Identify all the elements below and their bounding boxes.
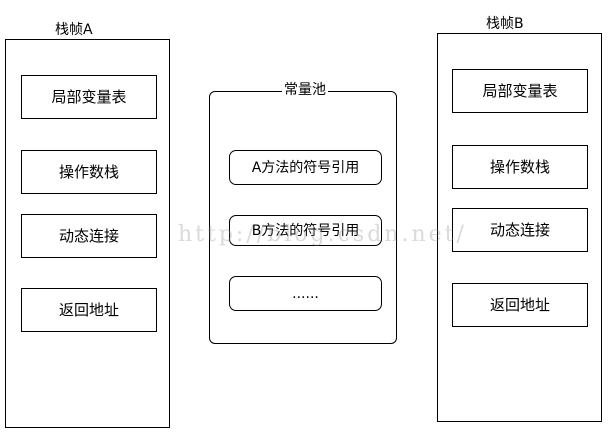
frame-a-return-address: 返回地址 [21, 288, 157, 332]
constant-pool-entry-more: ...... [229, 276, 382, 311]
frame-a-local-variable-table: 局部变量表 [21, 75, 157, 119]
frame-b-local-variable-table: 局部变量表 [452, 69, 588, 113]
frame-a-dynamic-linking: 动态连接 [21, 214, 157, 258]
frame-b-dynamic-linking: 动态连接 [452, 208, 588, 252]
frame-b-title: 栈帧B [486, 16, 524, 32]
frame-b-operand-stack: 操作数栈 [452, 145, 588, 189]
frame-a-operand-stack: 操作数栈 [21, 150, 157, 194]
frame-b-return-address: 返回地址 [452, 283, 588, 327]
frame-a-title: 栈帧A [55, 22, 93, 38]
constant-pool-title: 常量池 [282, 82, 328, 98]
constant-pool-entry-b: B方法的符号引用 [229, 215, 382, 246]
constant-pool-entry-a: A方法的符号引用 [229, 150, 382, 185]
